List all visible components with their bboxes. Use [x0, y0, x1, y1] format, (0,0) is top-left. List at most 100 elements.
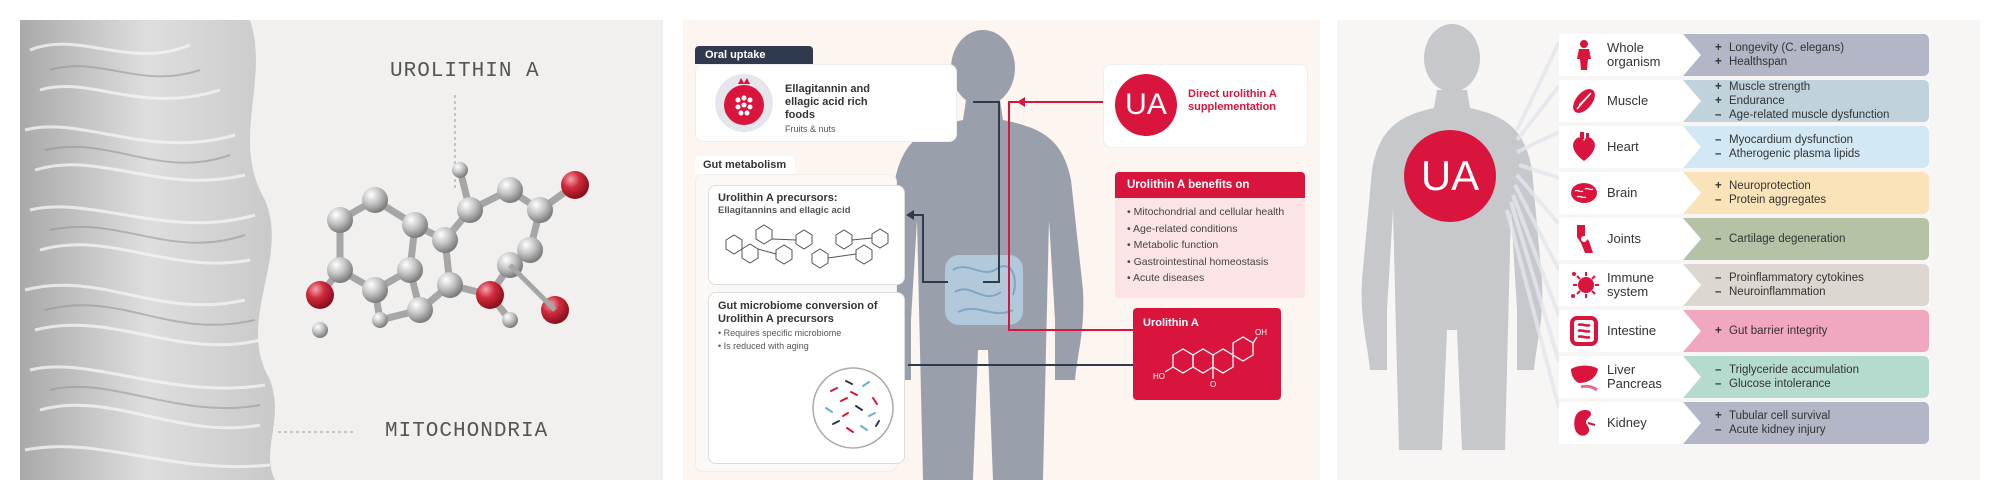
carbon-atom — [362, 187, 388, 213]
effect-item: –Protein aggregates — [1715, 193, 1826, 207]
effect-item: –Triglyceride accumulation — [1715, 363, 1859, 377]
effect-sign: – — [1715, 364, 1722, 376]
organ-effects: –Myocardium dysfunction–Atherogenic plas… — [1683, 126, 1929, 168]
effect-text: Gut barrier integrity — [1729, 325, 1828, 337]
effect-item: –Cartilage degeneration — [1715, 232, 1845, 246]
carbon-atom — [327, 207, 353, 233]
effect-sign: – — [1715, 233, 1722, 245]
effect-item: –Atherogenic plasma lipids — [1715, 147, 1860, 161]
organ-name: Immune system — [1607, 270, 1654, 299]
effect-item: –Acute kidney injury — [1715, 423, 1830, 437]
organ-name: Liver Pancreas — [1607, 362, 1662, 391]
carbon-atom — [527, 197, 553, 223]
organ-row: Joints –Cartilage degeneration — [1559, 218, 1929, 260]
intestine-icon — [1569, 315, 1599, 347]
effect-text: Endurance — [1729, 95, 1785, 107]
mitochondria-label: MITOCHONDRIA — [385, 420, 549, 443]
organ-effects: +Gut barrier integrity — [1683, 310, 1929, 352]
organ-effects: + Longevity (C. elegans) + Healthspan — [1683, 34, 1929, 76]
carbon-atom — [432, 227, 458, 253]
organ-effects: –Cartilage degeneration — [1683, 218, 1929, 260]
carbon-atom — [437, 272, 463, 298]
oxygen-label: O — [1210, 380, 1217, 389]
organ-effects: + Neuroprotection–Protein aggregates — [1683, 172, 1929, 214]
ellagitannin-structure — [725, 224, 889, 269]
carbon-atom — [457, 197, 483, 223]
ua-badge-large: UA — [1404, 130, 1496, 222]
effect-sign: – — [1715, 109, 1722, 121]
effect-item: +Muscle strength — [1715, 80, 1889, 94]
effect-item: –Glucose intolerance — [1715, 377, 1859, 391]
organ-row: Heart –Myocardium dysfunction–Atherogenic… — [1559, 126, 1929, 168]
effect-sign: + — [1715, 81, 1722, 93]
precursors-title: Urolithin A precursors: — [718, 192, 838, 204]
pomegranate-icon — [715, 74, 773, 132]
hydrogen-atom — [502, 312, 518, 328]
microbiome-dish-icon — [812, 367, 894, 449]
precursors-subtitle: Ellagitannins and ellagic acid — [718, 205, 851, 216]
joint-icon — [1569, 223, 1599, 255]
carbon-atom — [327, 257, 353, 283]
effect-item: +Tubular cell survival — [1715, 409, 1830, 423]
effect-sign: – — [1715, 134, 1722, 146]
organ-effects: –Triglyceride accumulation–Glucose intol… — [1683, 356, 1929, 398]
organ-name: Brain — [1607, 185, 1638, 200]
benefits-header: Urolithin A benefits on — [1115, 172, 1305, 198]
organ-row: Brain + Neuroprotection–Protein aggregates — [1559, 172, 1929, 214]
urolithin-a-box — [1133, 308, 1281, 400]
ua-badge-small: UA — [1115, 74, 1177, 136]
hydrogen-atom — [452, 162, 468, 178]
hydrogen-atom — [372, 312, 388, 328]
benefit-item: • Mitochondrial and cellular health — [1127, 206, 1285, 218]
liver-icon — [1569, 361, 1599, 393]
effect-item: + Neuroprotection — [1715, 179, 1826, 193]
effect-sign: + — [1715, 42, 1722, 54]
oxygen-atom — [476, 281, 504, 309]
effect-item: –Proinflammatory cytokines — [1715, 271, 1864, 285]
organ-name: Heart — [1607, 139, 1639, 154]
carbon-atom — [402, 212, 428, 238]
oxygen-atom — [561, 171, 589, 199]
carbon-atom — [517, 237, 543, 263]
effect-text: Proinflammatory cytokines — [1729, 272, 1864, 284]
benefit-item: • Metabolic function — [1127, 239, 1219, 251]
effect-sign: + — [1715, 56, 1722, 68]
organ-row: Liver Pancreas –Triglyceride accumulation… — [1559, 356, 1929, 398]
effect-text: Neuroprotection — [1729, 180, 1811, 192]
effect-item: –Myocardium dysfunction — [1715, 133, 1860, 147]
organ-name: Kidney — [1607, 415, 1647, 430]
muscle-icon — [1569, 85, 1599, 117]
effect-text: Longevity (C. elegans) — [1729, 42, 1845, 54]
organ-name: Intestine — [1607, 323, 1657, 338]
food-subtitle: Fruits & nuts — [785, 124, 836, 134]
urolithin-a-box-label: Urolithin A — [1143, 317, 1199, 329]
conversion-title: Gut microbiome conversion of Urolithin A… — [718, 300, 878, 325]
urolithin-a-label: UROLITHIN A — [390, 60, 540, 83]
oral-uptake-tab: Oral uptake — [695, 46, 813, 64]
organ-row: Whole organism+Longevity (C. elegans)+He… — [1559, 34, 1929, 76]
conversion-bullet-text: Is reduced with aging — [723, 341, 809, 351]
organ-effects: +Muscle strength+Endurance–Age-related m… — [1683, 80, 1929, 122]
effect-text: Atherogenic plasma lipids — [1729, 148, 1861, 160]
effect-sign: – — [1715, 424, 1722, 436]
effect-text: Healthspan — [1729, 56, 1788, 68]
organ-name: Joints — [1607, 231, 1641, 246]
effect-sign: – — [1715, 272, 1722, 284]
carbon-atom — [397, 257, 423, 283]
effect-sign: – — [1715, 148, 1722, 160]
effect-text: Neuroinflammation — [1729, 286, 1826, 298]
virus-icon — [1569, 269, 1599, 301]
effect-sign: – — [1715, 286, 1722, 298]
effect-sign: – — [1715, 194, 1722, 206]
gut-metabolism-tab: Gut metabolism — [695, 156, 795, 174]
organ-effects: –Proinflammatory cytokines–Neuroinflamma… — [1683, 264, 1929, 306]
mitochondria-panel: UROLITHIN A MITOCHONDRIA — [20, 20, 663, 480]
intestine-graphic — [945, 255, 1023, 325]
hydrogen-atom — [312, 322, 328, 338]
organ-effects: +Tubular cell survival–Acute kidney inju… — [1683, 402, 1929, 444]
effect-sign: + — [1715, 180, 1722, 192]
effect-text: Cartilage degeneration — [1729, 233, 1846, 245]
effect-sign: + — [1715, 95, 1722, 107]
oxygen-atom — [306, 281, 334, 309]
effect-item: –Neuroinflammation — [1715, 285, 1864, 299]
